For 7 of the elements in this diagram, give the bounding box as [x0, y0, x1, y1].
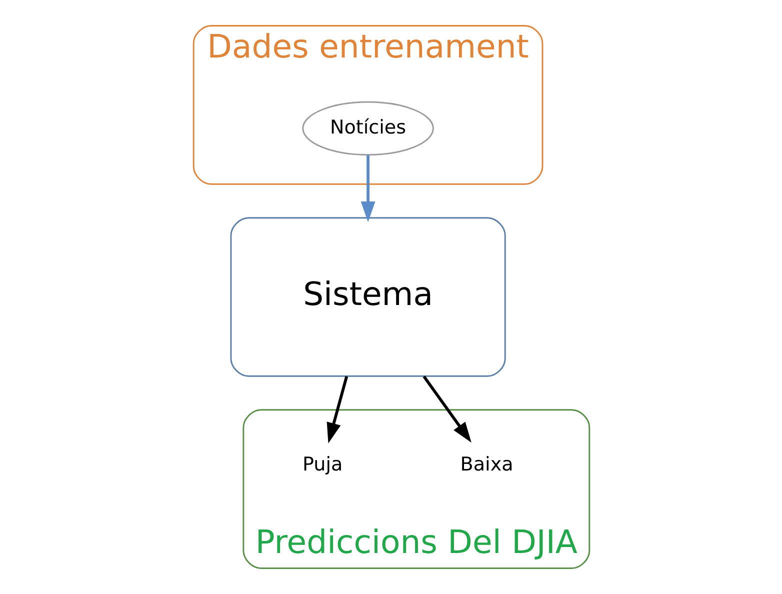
node-text: Puja — [302, 454, 342, 476]
node-ellipse: Notícies — [302, 101, 434, 156]
arrow — [326, 376, 348, 444]
node-box: Sistema — [230, 217, 506, 377]
node-text: Baixa — [460, 454, 513, 476]
arrow — [422, 376, 471, 443]
arrow — [360, 155, 375, 222]
